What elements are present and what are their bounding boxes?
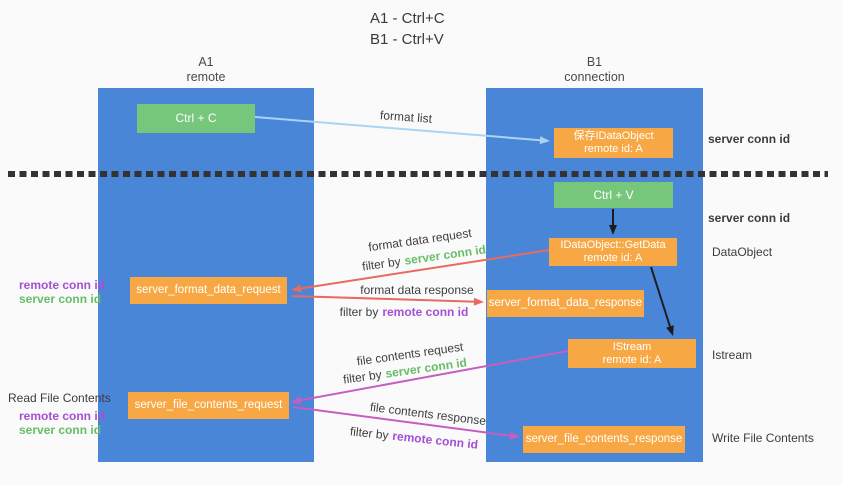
format-data-response-arrow-head	[473, 297, 484, 306]
server-file-contents-request-label: server_file_contents_request	[134, 399, 283, 411]
idataobject-getdata-node: IDataObject::GetData remote id: A	[549, 238, 677, 266]
getdata-line1: IDataObject::GetData	[560, 239, 666, 251]
lane-b1-name: B1	[586, 55, 603, 69]
diagram-title: A1 - Ctrl+C B1 - Ctrl+V	[370, 8, 445, 50]
filter-by-text: filter by	[342, 367, 383, 387]
lane-b1-header: B1 connection	[486, 55, 703, 85]
save-idataobject-line1: 保存IDataObject	[573, 130, 654, 142]
left-conn-id-group-1: remote conn id server conn id	[19, 278, 105, 306]
dataobject-label: DataObject	[712, 245, 773, 259]
copy-paste-separator-line	[8, 171, 828, 177]
server-conn-id-right-top: server conn id	[708, 132, 791, 146]
istream-side-label: Istream	[712, 348, 753, 362]
server-conn-id-left-2: server conn id	[19, 423, 102, 437]
server-file-contents-request-node: server_file_contents_request	[128, 392, 289, 419]
istream-line1: IStream	[612, 340, 652, 353]
lane-a1-name: A1	[198, 55, 214, 69]
getdata-line2: remote id: A	[583, 252, 643, 264]
lane-a1-header: A1 remote	[98, 55, 314, 85]
lane-a1-subtitle: remote	[186, 70, 226, 84]
save-idataobject-node: 保存IDataObject remote id: A	[554, 128, 673, 158]
save-idataobject-line2: remote id: A	[584, 143, 643, 155]
remote-conn-id-left-2: remote conn id	[19, 409, 106, 423]
left-conn-id-group-2: remote conn id server conn id	[19, 409, 105, 437]
format-list-label: format list	[379, 108, 433, 126]
server-format-data-request-label: server_format_data_request	[136, 284, 281, 296]
istream-line2: remote id: A	[602, 353, 662, 366]
format-data-response-label: format data response	[360, 283, 474, 297]
write-file-contents-label: Write File Contents	[712, 431, 814, 445]
ctrl-v-node: Ctrl + V	[554, 182, 673, 208]
read-file-contents-label: Read File Contents	[8, 391, 111, 405]
filter-by-text: filter by	[339, 305, 379, 319]
remote-conn-id-left-1: remote conn id	[19, 278, 106, 292]
ctrl-c-label: Ctrl + C	[175, 111, 217, 125]
title-line-1: A1 - Ctrl+C	[370, 10, 445, 27]
server-format-data-response-label: server_format_data_response	[488, 297, 643, 309]
server-format-data-request-node: server_format_data_request	[130, 277, 287, 304]
server-file-contents-response-label: server_file_contents_response	[525, 433, 683, 445]
lane-b1-subtitle: connection	[564, 70, 625, 84]
server-conn-id-left-1: server conn id	[19, 292, 102, 306]
file-contents-response-label: file contents response	[369, 399, 487, 429]
server-file-contents-response-node: server_file_contents_response	[523, 426, 685, 453]
server-format-data-response-node: server_format_data_response	[487, 290, 644, 317]
istream-node: IStream remote id: A	[568, 339, 696, 368]
filter-by-text: filter by	[361, 254, 402, 274]
title-line-2: B1 - Ctrl+V	[370, 31, 444, 48]
server-conn-id-right-mid: server conn id	[708, 211, 791, 225]
filter-by-text: filter by	[349, 424, 390, 443]
remote-conn-id-text: remote conn id	[391, 428, 479, 452]
remote-conn-id-text: remote conn id	[382, 305, 469, 319]
ctrl-v-label: Ctrl + V	[593, 187, 634, 202]
ctrl-c-node: Ctrl + C	[137, 104, 255, 133]
